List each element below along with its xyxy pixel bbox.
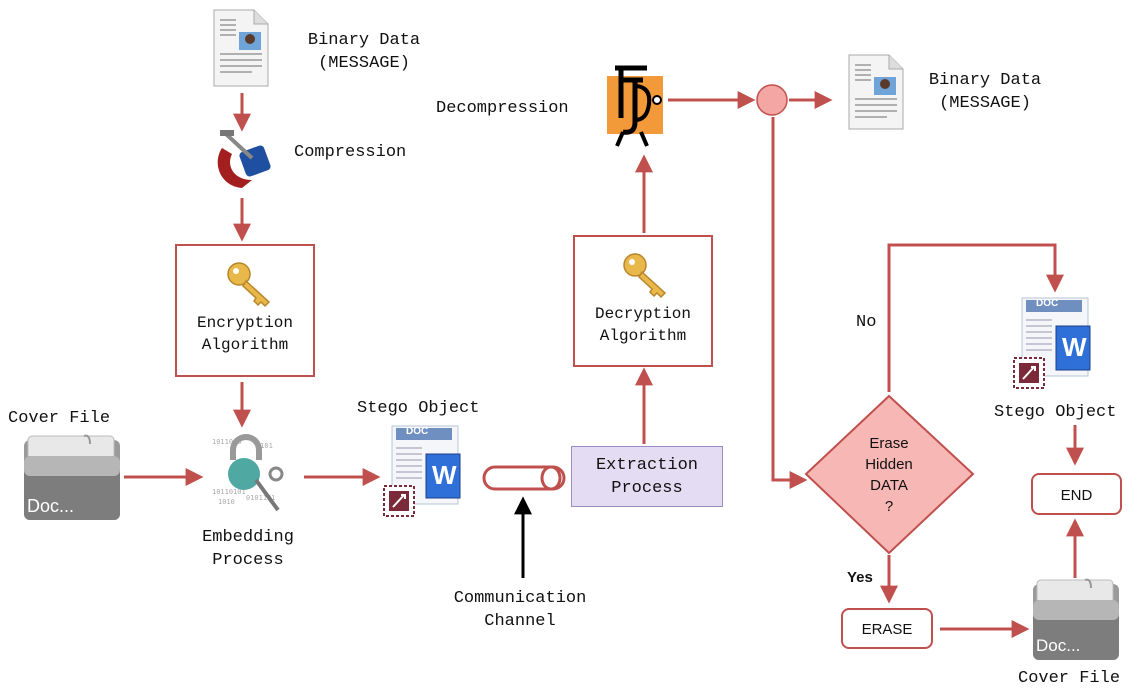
end-button[interactable]: END [1031,473,1122,515]
compression-label: Compression [294,143,407,162]
doc-tag: DOC [406,426,429,437]
decryption-algorithm-box: Decryption Algorithm [573,235,713,367]
document-icon [848,54,904,130]
communication-channel-label: Communication Channel [453,589,587,631]
word-letter: W [432,460,457,490]
key-icon [227,262,271,308]
cover-file-left-label: Cover File [8,409,111,428]
svg-text:0101101: 0101101 [246,494,276,502]
arrow-decision-no-path [887,243,1064,392]
junction-circle [756,84,788,116]
stego-object-mid-label: Stego Object [357,399,480,418]
end-button-label: END [1060,487,1093,504]
no-label: No [856,313,877,332]
encryption-algorithm-box: Encryption Algorithm [175,244,315,377]
doc-tag: DOC [1036,298,1059,309]
channel-pipe-icon [482,465,566,491]
word-document-icon: DOC W [382,424,474,522]
embedding-label: Embedding Process [202,528,294,570]
decompression-clamp-icon [607,65,663,147]
folder-tag: Doc... [27,496,75,516]
encryption-label: Encryption Algorithm [196,314,293,354]
compression-clamp-icon [217,130,271,188]
svg-text:1011010: 1011010 [212,438,242,446]
erase-decision-diamond [804,394,975,555]
extraction-label: Extraction Process [595,456,699,498]
erase-button[interactable]: ERASE [841,608,933,649]
erase-decision-label: Erase Hidden DATA ? [865,435,913,515]
decompression-label: Decompression [436,99,569,118]
cover-file-right-label: Cover File [1018,669,1121,688]
word-document-icon: DOC W [1012,296,1104,394]
svg-text:1010: 1010 [218,498,235,506]
svg-text:10110101: 10110101 [212,488,246,496]
key-icon [623,253,667,299]
arrow-junction-to-decision [771,117,808,489]
svg-text:0101: 0101 [256,442,273,450]
binary-data-top-label: Binary Data (MESSAGE) [307,31,421,73]
extraction-process-box: Extraction Process [571,446,723,507]
word-letter: W [1062,332,1087,362]
decryption-label: Decryption Algorithm [594,305,691,345]
document-icon [213,9,269,87]
folder-icon: Doc... [1031,578,1121,662]
folder-tag: Doc... [1036,636,1081,655]
yes-label: Yes [847,569,873,586]
erase-button-label: ERASE [861,621,913,638]
stego-object-right-label: Stego Object [994,403,1117,422]
binary-data-right-label: Binary Data (MESSAGE) [928,71,1042,113]
folder-icon: Doc... [22,434,122,522]
